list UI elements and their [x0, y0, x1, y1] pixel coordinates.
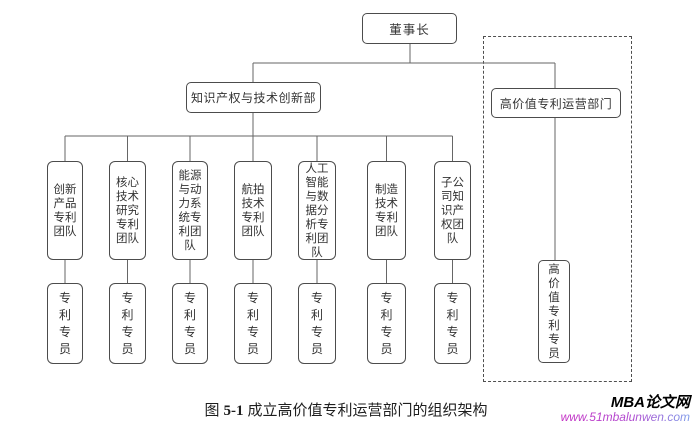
- team-energy-power-system-box: 能源 与动 力系 统专 利团 队: [172, 161, 208, 260]
- figure-caption-number: 5-1: [223, 403, 244, 419]
- high-value-patent-dept-box: 高价值专利运营部门: [491, 88, 621, 118]
- patent-specialist-box-6: 专 利 专 员: [367, 283, 406, 364]
- team-manufacturing-tech-box: 制造 技术 专利 团队: [367, 161, 406, 260]
- watermark-site-url[interactable]: www.51mbalunwen.com: [560, 409, 690, 424]
- team-ai-data-analysis-box: 人工 智能 与数 据分 析专 利团 队: [298, 161, 336, 260]
- chairman-box: 董事长: [362, 13, 457, 44]
- patent-specialist-box-2: 专 利 专 员: [109, 283, 146, 364]
- patent-specialist-box-1: 专 利 专 员: [47, 283, 83, 364]
- patent-specialist-box-7: 专 利 专 员: [434, 283, 471, 364]
- figure-caption-prefix: 图: [204, 403, 220, 419]
- team-aerial-photography-box: 航拍 技术 专利 团队: [234, 161, 272, 260]
- ip-tech-innovation-dept-box: 知识产权与技术创新部: [186, 82, 321, 113]
- patent-specialist-box-5: 专 利 专 员: [298, 283, 336, 364]
- patent-specialist-box-3: 专 利 专 员: [172, 283, 208, 364]
- high-value-patent-specialist-box: 高 价 值 专 利 专 员: [538, 260, 570, 363]
- team-core-tech-research-box: 核心 技术 研究 专利 团队: [109, 161, 146, 260]
- team-subsidiary-ip-box: 子公 司知 识产 权团 队: [434, 161, 471, 260]
- patent-specialist-box-4: 专 利 专 员: [234, 283, 272, 364]
- team-innovative-product-box: 创新 产品 专利 团队: [47, 161, 83, 260]
- watermark-site-name: MBA论文网: [610, 394, 690, 411]
- figure-caption-title: 成立高价值专利运营部门的组织架构: [247, 403, 488, 419]
- watermark: MBA论文网 www.51mbalunwen.com: [561, 395, 690, 423]
